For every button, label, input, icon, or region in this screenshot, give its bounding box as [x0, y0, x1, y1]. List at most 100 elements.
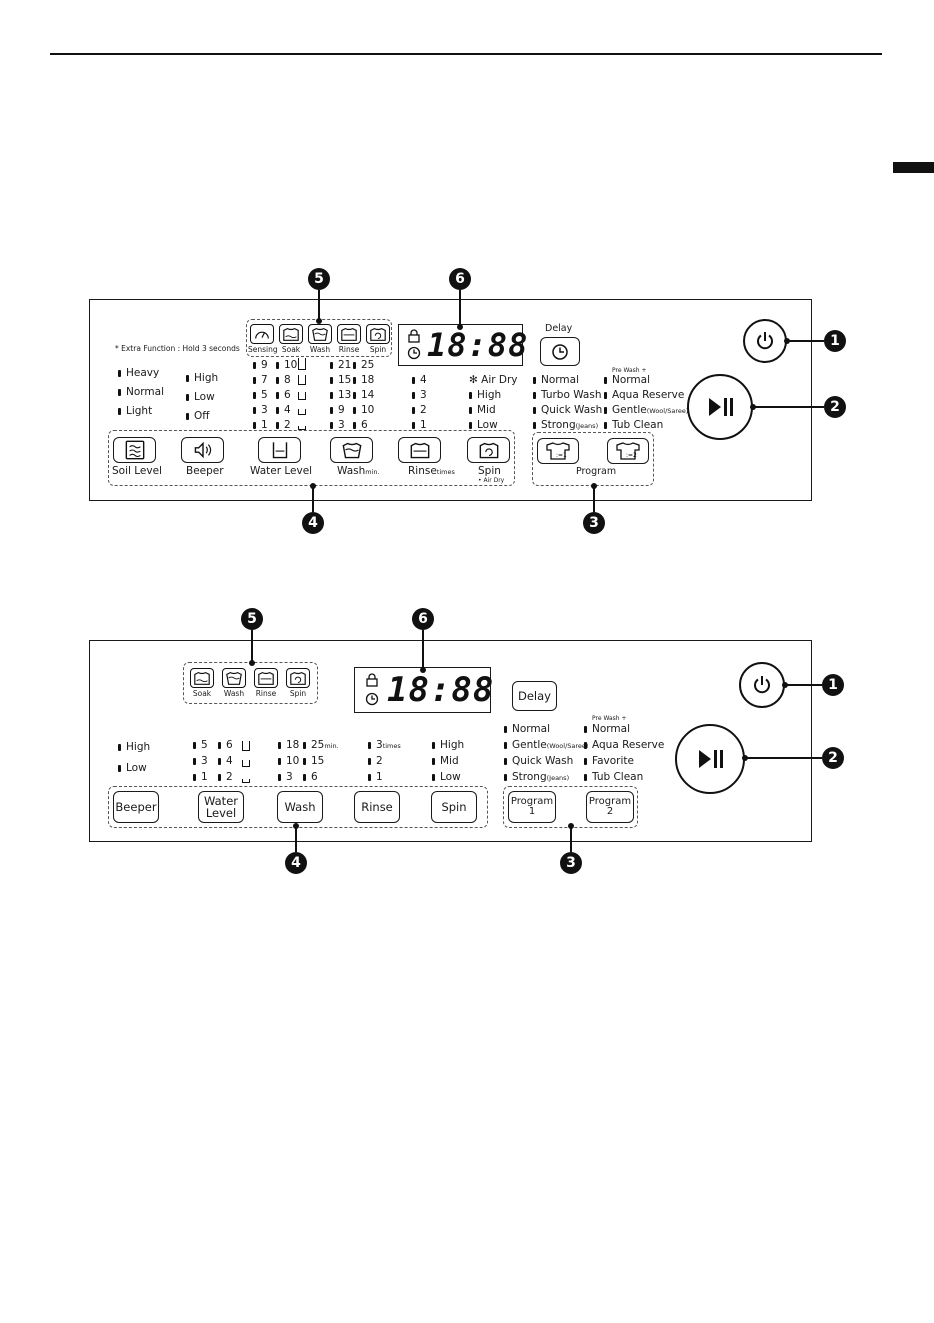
rinse-option-text: 4	[420, 374, 427, 386]
water-level-option-2: 6	[218, 740, 233, 751]
program-1-option: Quick Wash	[533, 405, 602, 416]
spin-option-2: Mid	[432, 756, 459, 767]
spin-button[interactable]	[467, 437, 510, 463]
led-indicator	[533, 377, 536, 384]
wash-time-option-text: 3	[338, 419, 345, 431]
beeper-option-2-text: Low	[126, 762, 147, 774]
led-indicator	[584, 758, 587, 765]
program-1-button-2[interactable]: Program 1	[508, 791, 556, 823]
wash-time-option: 6	[353, 420, 368, 431]
wash-time-option-2: 15	[303, 756, 324, 767]
header-rule	[50, 53, 882, 55]
soil-level-option: Heavy	[118, 368, 159, 379]
program-2-option-2-text: Tub Clean	[592, 771, 644, 783]
program-1-button[interactable]: :=1	[537, 438, 579, 464]
program-2-button[interactable]: :=2	[607, 438, 649, 464]
button-label-text: Beeper	[115, 799, 157, 814]
beeper-option-2: High	[118, 742, 150, 753]
led-indicator	[412, 377, 415, 384]
marker-2: 2	[824, 396, 846, 418]
start-pause-button-2[interactable]	[675, 724, 745, 794]
beeper-icon	[194, 441, 211, 459]
rinse-button-2[interactable]: Rinse	[354, 791, 400, 823]
spin-option: Low	[469, 420, 498, 431]
air-dry-icon: ✻	[469, 374, 482, 386]
water-level-option: 10	[276, 360, 297, 371]
program-2-option-2: Aqua Reserve	[584, 740, 664, 751]
beeper-option-text: Low	[194, 391, 215, 403]
led-indicator	[584, 742, 587, 749]
marker-1b: 1	[822, 674, 844, 696]
spin-button-2[interactable]: Spin	[431, 791, 477, 823]
water-level-option-2-text: 5	[201, 739, 208, 751]
program-1-option-2: Strong(Jeans)	[504, 772, 569, 783]
wash-time-option-2: 3	[278, 772, 293, 783]
program-2-button-2[interactable]: Program 2	[586, 791, 634, 823]
lock-icon	[408, 329, 420, 343]
rinse-icon	[258, 671, 274, 685]
beeper-button-2[interactable]: Beeper	[113, 791, 159, 823]
rinse-option: 1	[412, 420, 427, 431]
beeper-option-text: Off	[194, 410, 210, 422]
led-indicator	[533, 392, 536, 399]
water-level-button-2[interactable]: Water Level	[198, 791, 244, 823]
led-indicator	[533, 407, 536, 414]
unit-label: times	[436, 468, 455, 476]
beeper-button[interactable]	[181, 437, 224, 463]
program-2-option-2-text: Normal	[592, 723, 630, 735]
led-indicator	[469, 407, 472, 414]
led-indicator	[584, 726, 587, 733]
rinse-button[interactable]	[398, 437, 441, 463]
delay-button[interactable]	[540, 337, 580, 366]
led-indicator	[186, 413, 189, 420]
soil-level-option-text: Normal	[126, 386, 164, 398]
power-button-2[interactable]	[739, 662, 785, 708]
water-level-option-2-text: 6	[226, 739, 233, 751]
wash-time-option-2-text: 10	[286, 755, 300, 767]
led-indicator	[604, 392, 607, 399]
wash-time-option-2: 25min.	[303, 740, 339, 751]
led-indicator	[432, 758, 435, 765]
program-2-option-2: Favorite	[584, 756, 634, 767]
start-pause-button[interactable]	[687, 374, 753, 440]
led-indicator	[469, 392, 472, 399]
power-button[interactable]	[743, 319, 787, 363]
program-1-option: Turbo Wash	[533, 390, 602, 401]
beeper-option: High	[186, 373, 218, 384]
led-indicator	[118, 765, 121, 772]
display-digits-2: 18:88	[387, 670, 495, 710]
soil-level-button[interactable]	[113, 437, 156, 463]
wash-time-option: 21	[330, 360, 351, 371]
button-label-text: Water Level	[250, 465, 313, 477]
button-label-text: Wash	[284, 799, 316, 814]
power-icon	[757, 332, 773, 350]
water-level-option-text: 2	[284, 419, 291, 431]
time-display-2: 18:88	[354, 667, 495, 713]
led-indicator	[368, 758, 371, 765]
wash-time-option-text: 13	[338, 389, 352, 401]
led-indicator	[193, 742, 196, 749]
marker-1: 1	[824, 330, 846, 352]
rinse-option: 3	[412, 390, 427, 401]
wash-time-option: 15	[330, 375, 351, 386]
lock-icon	[366, 673, 378, 687]
wash-time-option-2: 18	[278, 740, 299, 751]
water-level-option-text: 3	[261, 404, 268, 416]
wash-button-2[interactable]: Wash	[277, 791, 323, 823]
button-label: Spin	[478, 466, 501, 477]
water-level-icon	[298, 375, 306, 385]
spin-icon	[290, 671, 306, 685]
wash-button[interactable]	[330, 437, 373, 463]
delay-button-2[interactable]: Delay	[512, 681, 557, 711]
program-2-option-text: Normal	[612, 374, 650, 386]
water-level-option: 9	[253, 360, 268, 371]
program-2-option: Gentle(Wool/Saree)	[604, 405, 688, 416]
water-level-option-2-text: 4	[226, 755, 233, 767]
water-level-button[interactable]	[258, 437, 301, 463]
button-label-text: Spin	[441, 799, 467, 814]
button-label: Washmin.	[337, 466, 380, 477]
program-1-option: Normal	[533, 375, 579, 386]
time-display: 18:88	[398, 324, 527, 366]
led-indicator	[584, 774, 587, 781]
program-1-option: Strong(Jeans)	[533, 420, 598, 431]
